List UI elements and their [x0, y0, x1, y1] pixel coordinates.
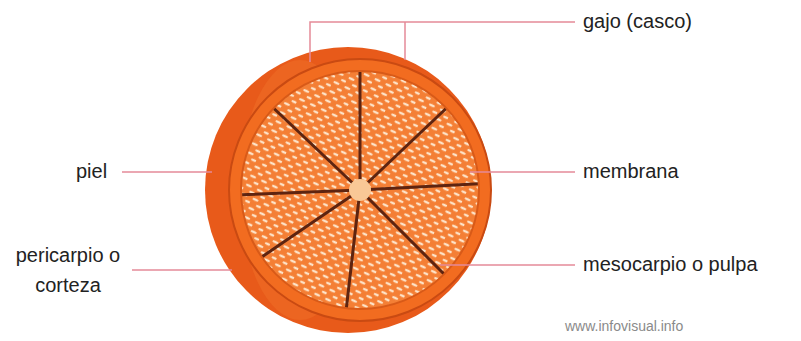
- watermark: www.infovisual.info: [565, 316, 683, 336]
- part-label: membrana: [583, 157, 679, 186]
- part-label: pericarpio o corteza: [8, 240, 128, 300]
- part-label: mesocarpio o pulpa: [583, 250, 758, 279]
- part-label: gajo (casco): [583, 7, 692, 36]
- part-label: piel: [76, 157, 107, 186]
